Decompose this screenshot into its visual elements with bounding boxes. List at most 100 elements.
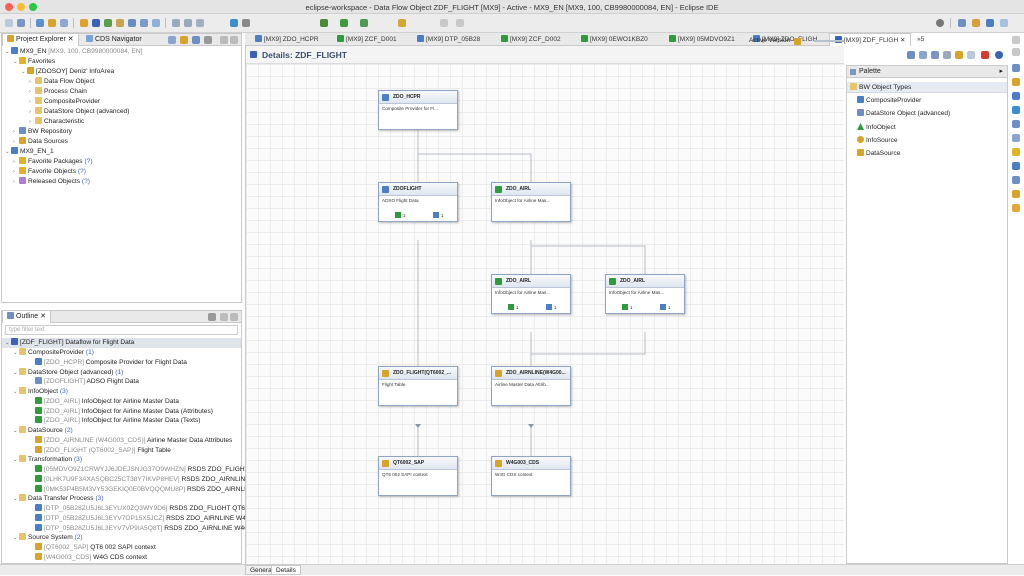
outline-group[interactable]: ⌄DataStore Object (advanced) (1) <box>13 367 124 376</box>
check-icon[interactable] <box>104 19 112 27</box>
editor-tab-zdf-fligh[interactable]: [MX9] ZDF_FLIGH ✕ <box>829 33 912 46</box>
filter-icon[interactable] <box>192 36 200 44</box>
delete-icon[interactable] <box>981 51 989 59</box>
transformation-count[interactable]: 1 <box>622 304 633 310</box>
abap-icon[interactable] <box>36 19 44 27</box>
activate-icon[interactable] <box>92 19 100 27</box>
debug-icon[interactable] <box>320 19 328 27</box>
filter-icon[interactable] <box>955 51 963 59</box>
tab-project-explorer[interactable]: Project Explorer ✕ <box>2 34 79 46</box>
outline-item[interactable]: [ZDO_AIRL] InfoObject for Airline Master… <box>29 416 241 426</box>
menu-icon[interactable] <box>204 36 212 44</box>
collapse-all-icon[interactable] <box>168 36 176 44</box>
minimize-view-icon[interactable] <box>220 36 228 44</box>
tree-item-data-flow-object[interactable]: ›Data Flow Object <box>29 77 95 85</box>
feed-view-icon[interactable] <box>1012 106 1020 114</box>
search-view-icon[interactable] <box>1012 176 1020 184</box>
history-icon[interactable] <box>196 19 204 27</box>
close-window-button[interactable] <box>5 3 13 11</box>
console-view-icon[interactable] <box>1012 162 1020 170</box>
minimize-window-button[interactable] <box>17 3 25 11</box>
bw-modeling-icon[interactable] <box>80 19 88 27</box>
rocket-view-icon[interactable] <box>1012 190 1020 198</box>
search-icon[interactable] <box>936 19 944 27</box>
outline-group[interactable]: ⌄Data Transfer Process (3) <box>13 494 104 503</box>
outline-item[interactable]: [ZDO_FLIGHT (QT6002_SAP)] Flight Table <box>29 445 241 456</box>
outline-group[interactable]: ⌄DataSource (2) <box>13 426 73 434</box>
link-icon[interactable] <box>184 19 192 27</box>
tasks-icon[interactable] <box>398 19 406 27</box>
new-icon[interactable] <box>5 19 13 27</box>
outline-item[interactable]: [ZDO_AIRL] InfoObject for Airline Master… <box>29 406 241 417</box>
search-object-icon[interactable] <box>60 19 68 27</box>
version-icon[interactable] <box>794 38 801 45</box>
outline-item[interactable]: [0MK53P4B5M3VY53GEKIQ0E0BVQQQMU8P] RSDS … <box>29 484 251 495</box>
tab-outline[interactable]: Outline ✕ <box>2 311 51 323</box>
tree-item-favorites[interactable]: ⌄Favorites <box>13 57 56 65</box>
outline-item[interactable]: [ZDO_HCPR] Composite Provider for Flight… <box>29 357 241 368</box>
palette-item-datastore-object[interactable]: DataStore Object (advanced) <box>857 109 950 117</box>
editor-tab-zdo-hcpr[interactable]: [MX9] ZDO_HCPR <box>250 33 324 46</box>
grid-icon[interactable] <box>919 51 927 59</box>
gear-icon[interactable] <box>242 19 250 27</box>
info-icon[interactable] <box>230 19 238 27</box>
tasks-view-icon[interactable] <box>1012 148 1020 156</box>
flow-node-alds[interactable]: ZDO_AIRNLINE(W4G00...Airline Master Data… <box>491 366 571 406</box>
outline-item[interactable]: [05MDVO9Z1CRWYJJ6JDEJSNJG37O9WHZN] RSDS … <box>29 465 249 475</box>
maximize-window-button[interactable] <box>29 3 37 11</box>
palette-item-infosource[interactable]: InfoSource <box>857 136 897 144</box>
outline-root[interactable]: ⌄[ZDF_FLIGHT] Dataflow for Flight Data <box>2 338 241 348</box>
layout-icon[interactable] <box>907 51 915 59</box>
editor-tab-05mdvo9z1[interactable]: [MX9] 05MDVO9Z1 <box>664 33 740 46</box>
maximize-view-icon[interactable] <box>230 36 238 44</box>
ops-view-icon[interactable] <box>1012 204 1020 212</box>
minimize-view-icon[interactable] <box>220 313 228 321</box>
outline-group[interactable]: ⌄Transformation (3) <box>13 455 83 464</box>
outline-item[interactable]: [ZDO_AIRL] InfoObject for Airline Master… <box>29 396 241 407</box>
navigate-icon[interactable] <box>172 19 180 27</box>
tree-item-favorite-objects[interactable]: ›Favorite Objects (?) <box>13 167 86 175</box>
palette-item-compositeprovider[interactable]: CompositeProvider <box>857 96 921 104</box>
editor-tab-dtp[interactable]: [MX9] DTP_05B28 <box>412 33 485 46</box>
bookmark-view-icon[interactable] <box>1012 92 1020 100</box>
maximize-stack-icon[interactable] <box>1012 48 1020 56</box>
menu-icon[interactable] <box>208 313 216 321</box>
palette-item-datasource[interactable]: DataSource <box>857 149 900 157</box>
outline-item[interactable]: [QT6002_SAP] QT6 002 SAPI context <box>29 543 241 553</box>
help-icon[interactable] <box>995 51 1003 59</box>
dtp-count[interactable]: 1 <box>433 212 444 218</box>
tab-cds-navigator[interactable]: CDS Navigator <box>82 34 146 46</box>
properties-icon[interactable] <box>140 19 148 27</box>
link-editor-icon[interactable] <box>180 36 188 44</box>
export-icon[interactable] <box>967 51 975 59</box>
tree-item-infoarea[interactable]: ⌄[ZDOSOY] Deniz' InfoArea <box>21 67 115 75</box>
palette-section-bw-object-types[interactable]: BW Object Types <box>847 82 1007 93</box>
outline-group[interactable]: ⌄InfoObject (3) <box>13 387 68 395</box>
transformation-count[interactable]: 1 <box>395 212 406 218</box>
back-icon[interactable] <box>440 19 448 27</box>
editor-tab-overflow[interactable]: »5 <box>917 36 925 43</box>
connect-icon[interactable] <box>931 51 939 59</box>
transformation-count[interactable]: 1 <box>508 304 519 310</box>
tree-item-characteristic[interactable]: ›Characteristic <box>29 117 85 125</box>
perspective-debug-icon[interactable] <box>972 19 980 27</box>
refresh-icon[interactable] <box>128 19 136 27</box>
package-icon[interactable] <box>48 19 56 27</box>
globe-icon[interactable] <box>152 19 160 27</box>
dtp-count[interactable]: 1 <box>660 304 671 310</box>
outline-item[interactable]: [W4G003_CDS] W4G CDS context <box>29 552 241 563</box>
outline-item[interactable]: [DTP_05B28ZU5J6L3EYV7VP9IA5Q8T] RSDS ZDO… <box>29 523 249 534</box>
save-icon[interactable] <box>17 19 25 27</box>
properties-view-icon[interactable] <box>1012 64 1020 72</box>
outline-group[interactable]: ⌄Source System (2) <box>13 533 83 542</box>
run-as-icon[interactable] <box>340 19 348 27</box>
dtp-count[interactable]: 1 <box>546 304 557 310</box>
transport-view-icon[interactable] <box>1012 120 1020 128</box>
outline-item[interactable]: [0LHK7U9F3AXASQBC25CT38Y7IKVP8HEV] RSDS … <box>29 474 250 485</box>
